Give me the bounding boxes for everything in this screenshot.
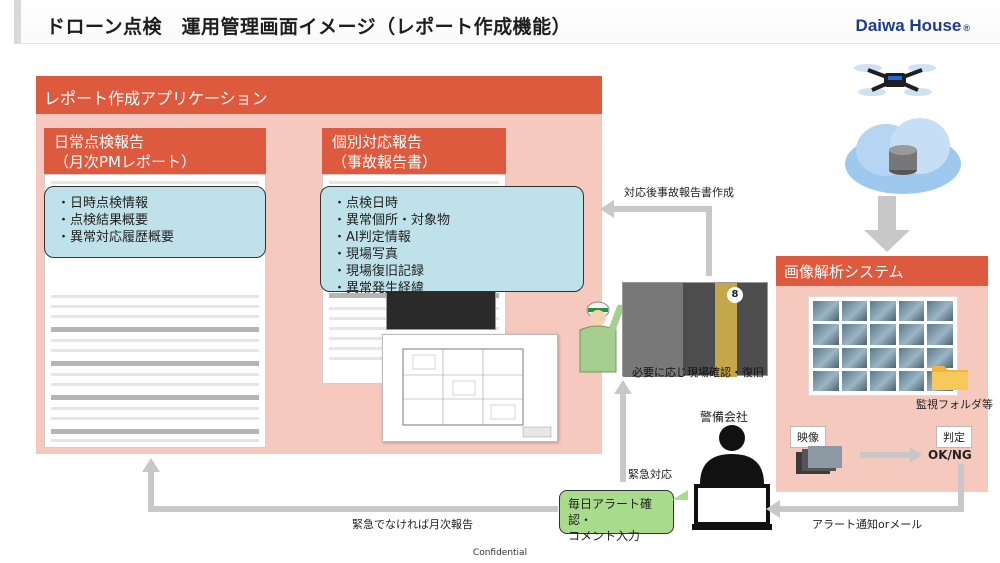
cloud-to-analysis-arrow bbox=[878, 196, 896, 232]
emergency-label: 緊急対応 bbox=[628, 468, 672, 481]
footer-confidential: Confidential bbox=[472, 548, 528, 558]
video-frames-icon bbox=[796, 446, 846, 476]
report-app-title: レポート作成アプリケーション bbox=[36, 76, 602, 114]
cloud-to-analysis-arrowhead bbox=[864, 230, 910, 252]
floor-plan-drawing bbox=[382, 334, 558, 442]
drone-icon bbox=[850, 58, 940, 102]
daily-report-items: ・日時点検情報 ・点検結果概要 ・異常対応履歴概要 bbox=[44, 186, 266, 258]
judge-tag: 判定 bbox=[936, 426, 972, 448]
emergency-arrowhead bbox=[614, 380, 632, 394]
site-photo-sign: 8 bbox=[727, 287, 743, 303]
company-logo: Daiwa House® bbox=[855, 16, 970, 35]
header-bar bbox=[14, 0, 1000, 44]
page-title: ドローン点検 運用管理画面イメージ（レポート作成機能） bbox=[46, 16, 572, 38]
comment-pointer bbox=[672, 490, 688, 500]
video-to-judge-arrowhead bbox=[910, 447, 922, 463]
onsite-label: 必要に応じ現場確認・復旧 bbox=[632, 366, 764, 379]
folder-icon bbox=[930, 360, 970, 392]
daily-alert-check-box: 毎日アラート確認・ コメント入力 bbox=[559, 490, 674, 543]
video-tag: 映像 bbox=[790, 426, 826, 448]
floor-plan-graphic bbox=[402, 348, 552, 438]
monthly-report-arrowhead bbox=[142, 458, 160, 472]
security-company-label: 警備会社 bbox=[700, 410, 749, 424]
report-creation-arrow-vertical bbox=[706, 206, 712, 276]
emergency-arrow bbox=[620, 392, 626, 482]
header: ドローン点検 運用管理画面イメージ（レポート作成機能） Daiwa House® bbox=[0, 0, 1000, 48]
video-to-judge-arrow bbox=[860, 452, 910, 458]
cloud-database-icon bbox=[838, 112, 968, 204]
alert-arrow-horizontal bbox=[780, 506, 964, 512]
daily-report-document bbox=[44, 174, 266, 448]
image-analysis-panel: 画像解析システム 監視フォルダ等 映像 判定 OK/NG bbox=[776, 256, 993, 492]
security-person-icon bbox=[692, 424, 772, 534]
monthly-report-arrow bbox=[148, 506, 558, 512]
incident-report-items: ・点検日時 ・異常個所・対象物 ・AI判定情報 ・現場写真 ・現場復旧記録 ・異… bbox=[320, 186, 584, 296]
judge-value: OK/NG bbox=[928, 448, 972, 462]
report-creation-label: 対応後事故報告書作成 bbox=[624, 186, 734, 199]
daily-report-title: 日常点検報告 （月次PMレポート） bbox=[44, 128, 266, 174]
incident-report-title: 個別対応報告 （事故報告書） bbox=[322, 128, 506, 174]
report-creation-arrowhead bbox=[600, 200, 614, 218]
monthly-report-label: 緊急でなければ月次報告 bbox=[352, 518, 473, 531]
alert-arrowhead bbox=[766, 500, 780, 518]
monthly-report-arrow-vertical bbox=[148, 470, 154, 512]
report-creation-arrow bbox=[612, 206, 712, 212]
site-check-photo: 8 bbox=[622, 282, 768, 377]
alert-label: アラート通知orメール bbox=[812, 518, 923, 531]
incident-site-photo bbox=[386, 290, 496, 330]
alert-arrow-vertical bbox=[958, 464, 964, 512]
worker-icon bbox=[572, 296, 624, 380]
image-analysis-title: 画像解析システム bbox=[776, 256, 988, 286]
folder-label: 監視フォルダ等 bbox=[916, 398, 993, 411]
report-app-panel: レポート作成アプリケーション 日常点検報告 （月次PMレポート） ・日時点検情報… bbox=[36, 76, 602, 454]
